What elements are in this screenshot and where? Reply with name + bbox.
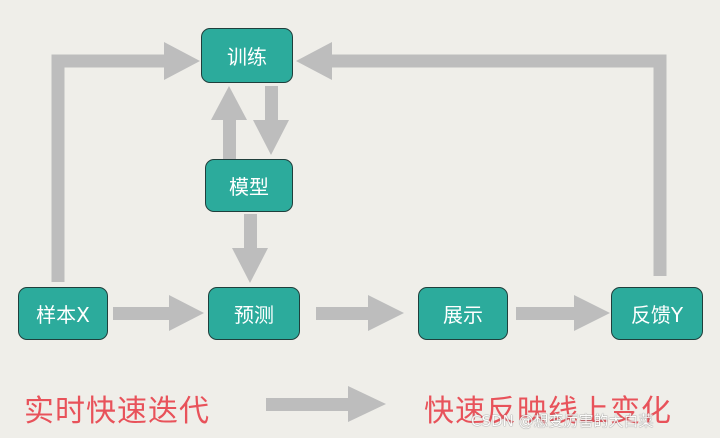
caption-left: 实时快速迭代 — [24, 394, 210, 429]
watermark: CSDN @想变厉害的大白菜 — [471, 412, 654, 430]
node-model: 模型 — [205, 159, 293, 212]
arrow-feedback-to-train — [330, 54, 667, 276]
arrow-model-to-train-shaft — [223, 118, 236, 160]
node-display: 展示 — [418, 287, 508, 340]
arrow-display-to-feedback-shaft — [516, 307, 576, 320]
arrow-sample-to-predict-head — [169, 295, 204, 331]
arrow-sample-to-train — [51, 54, 166, 282]
arrow-train-to-model-shaft — [265, 86, 278, 122]
node-sample: 样本X — [18, 287, 108, 340]
caption-arrow-head — [348, 386, 386, 422]
arrow-model-to-train-head — [211, 86, 247, 120]
caption-right: 快速反映线上变化 — [424, 394, 672, 429]
arrow-model-to-predict-head — [232, 248, 268, 283]
arrow-sample-to-predict-shaft — [113, 307, 171, 320]
arrow-predict-to-display-head — [368, 295, 404, 331]
node-feedback: 反馈Y — [611, 287, 703, 340]
node-train: 训练 — [201, 28, 293, 83]
arrow-model-to-predict-shaft — [244, 214, 257, 250]
arrow-predict-to-display-shaft — [316, 307, 370, 320]
arrow-train-to-model-head — [253, 120, 289, 155]
node-predict: 预测 — [208, 287, 300, 340]
arrow-sample-to-train-head — [164, 42, 200, 80]
caption-arrow-shaft — [266, 398, 350, 411]
arrow-feedback-to-train-head — [296, 42, 332, 80]
arrow-display-to-feedback-head — [574, 295, 610, 331]
